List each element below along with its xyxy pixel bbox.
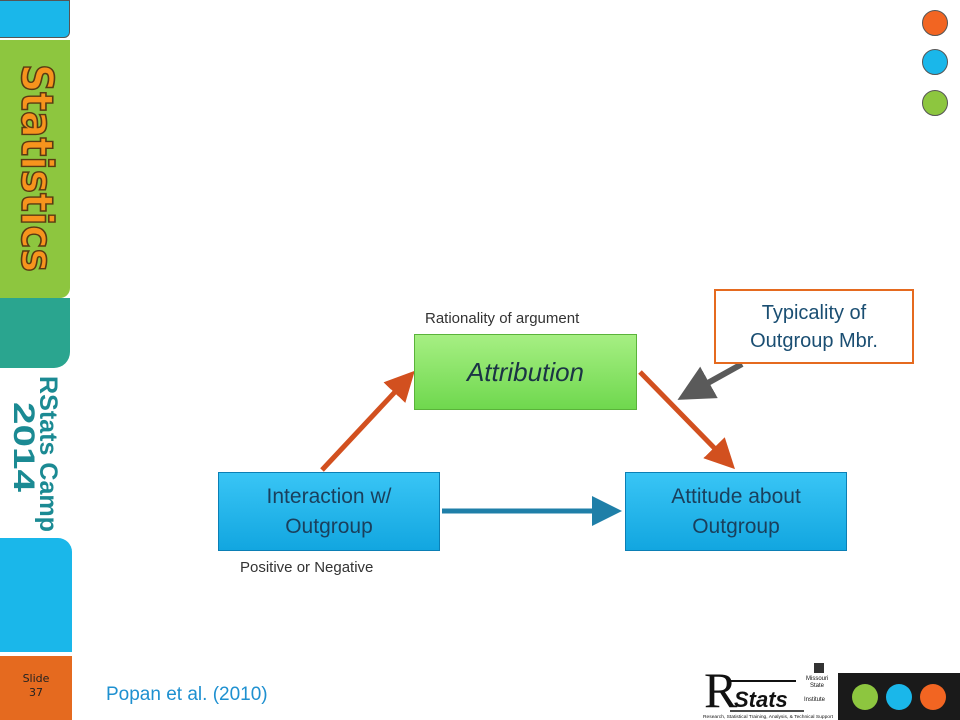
- typicality-box: Typicality of Outgroup Mbr.: [714, 289, 914, 364]
- attribution-box-label: Attribution: [466, 356, 585, 387]
- interaction-box-label: Interaction w/ Outgroup: [266, 484, 392, 538]
- orange-dot-icon: [922, 10, 948, 36]
- event-title-line1: RStats Camp: [34, 376, 62, 532]
- attitude-box-label: Attitude about Outgroup: [671, 484, 801, 538]
- green-dot-icon: [922, 90, 948, 116]
- valence-caption: Positive or Negative: [240, 559, 374, 576]
- slide-number-value: 37: [29, 686, 43, 699]
- green-dot-icon: [852, 684, 878, 710]
- blue-dot-icon: [922, 49, 948, 75]
- slide-number: Slide 37: [0, 672, 72, 700]
- statistics-logo: Statistics: [10, 63, 63, 273]
- sidebar-logo-panel: [0, 40, 70, 298]
- rstats-logo-tagline: Research, Statistical Training, Analysis…: [703, 714, 834, 719]
- sidebar-top-tab: [0, 0, 70, 38]
- event-title-line2: 2014: [7, 402, 40, 492]
- slide-number-panel: [0, 656, 72, 720]
- attribution-box: Attribution: [414, 334, 637, 410]
- statistics-logo-text: Statistics: [11, 64, 62, 272]
- blue-dot-icon: [886, 684, 912, 710]
- rationality-caption: Rationality of argument: [425, 310, 580, 327]
- attitude-box: Attitude about Outgroup: [625, 472, 847, 551]
- arrow-typicality-moderator: [677, 361, 744, 400]
- rstats-logo-letter: R: [704, 662, 738, 718]
- sidebar: Statistics RStats Camp 2014 Slide 37: [0, 0, 75, 720]
- rstats-logo-word: Stats: [734, 687, 788, 712]
- event-title: RStats Camp 2014: [7, 376, 62, 532]
- partner-name-line2: State: [810, 683, 825, 689]
- rstats-logo: R Stats Institute Missouri State Researc…: [700, 661, 836, 720]
- sidebar-blue-panel: [0, 538, 72, 652]
- partner-name-line1: Missouri: [806, 676, 828, 682]
- citation: Popan et al. (2010): [106, 684, 268, 705]
- arrow-attribution-to-attitude: [638, 370, 735, 470]
- interaction-box: Interaction w/ Outgroup: [218, 472, 440, 551]
- arrow-interaction-to-attribution: [320, 370, 415, 472]
- sidebar-teal-panel: [0, 298, 70, 368]
- slide-label: Slide: [22, 672, 50, 685]
- rstats-logo-tag: Institute: [804, 697, 826, 703]
- typicality-box-label: Typicality of Outgroup Mbr.: [750, 301, 878, 352]
- orange-dot-icon: [920, 684, 946, 710]
